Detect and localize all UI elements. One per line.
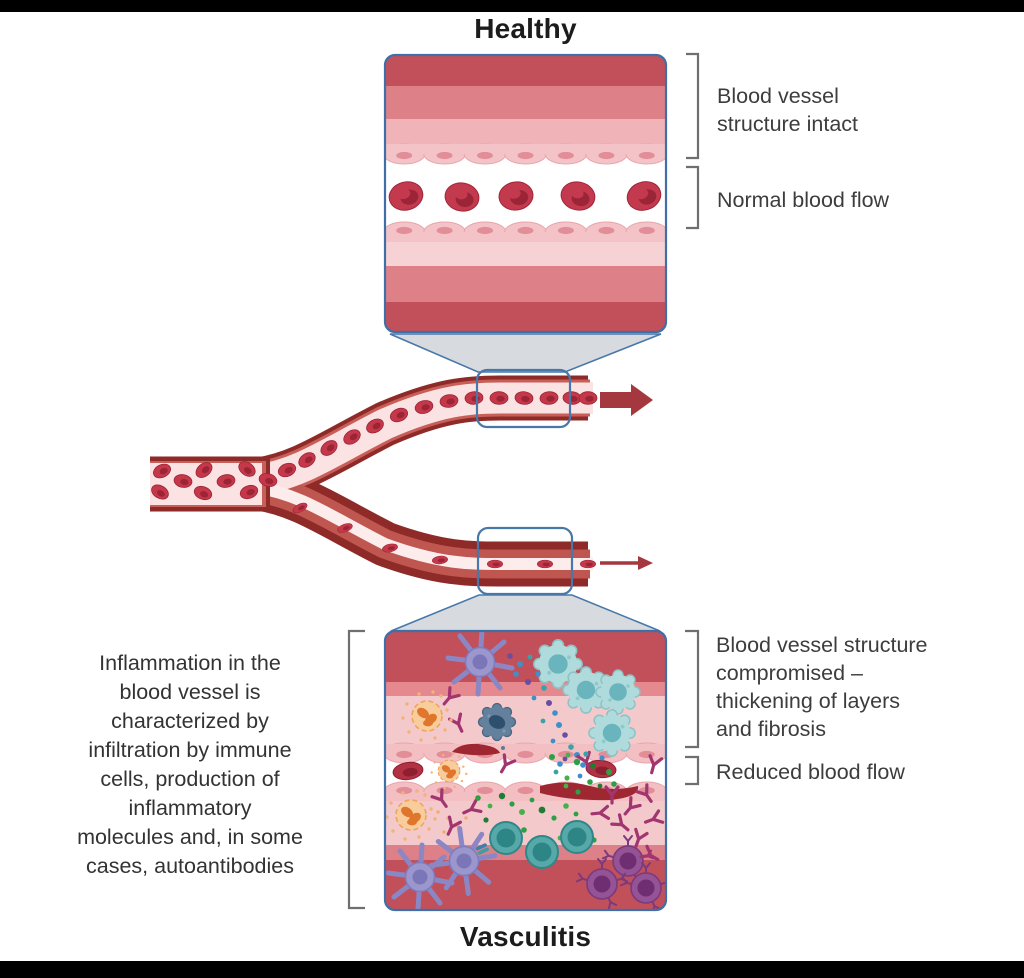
zoom-callout-box-vasculitis	[476, 526, 574, 596]
label-normal-flow: Normal blood flow	[717, 188, 890, 212]
bracket-structure-compromised	[685, 629, 700, 749]
fibrin-deposit	[452, 743, 500, 756]
endothelium-layer	[385, 742, 666, 764]
vasculitis-title: Vasculitis	[459, 921, 592, 952]
zoom-callout-box-healthy	[475, 368, 572, 429]
inflammatory-molecules	[549, 751, 617, 789]
bracket-reduced-flow	[685, 755, 700, 786]
healthy-cross-section	[383, 53, 668, 334]
bracket-normal-flow	[686, 165, 700, 230]
bracket-structure-intact	[686, 52, 700, 160]
magnifier-funnel-vasculitis	[390, 594, 661, 632]
healthy-title: Healthy	[474, 13, 577, 44]
endothelium-layer	[385, 143, 666, 165]
macrophage-cell	[477, 702, 517, 742]
endothelium-layer	[385, 221, 666, 243]
top-black-bar	[0, 0, 1024, 12]
label-structure-compromised: Blood vessel structure compromised – thi…	[716, 633, 928, 741]
bottom-black-bar	[0, 961, 1024, 978]
magnifier-funnel-healthy	[389, 333, 662, 373]
label-structure-intact: Blood vessel structure intact	[717, 84, 858, 136]
reduced-flow-arrow	[600, 556, 653, 570]
branching-artery	[148, 375, 598, 587]
inflammatory-molecules	[476, 653, 586, 768]
normal-flow-arrow	[600, 384, 653, 416]
inflammation-description: Inflammation in the blood vessel is char…	[77, 651, 303, 878]
vasculitis-cross-section	[383, 629, 668, 912]
annotation-brackets	[347, 52, 700, 910]
bracket-inflammation	[347, 629, 365, 910]
endothelium-layer	[385, 781, 666, 803]
label-reduced-flow: Reduced blood flow	[716, 760, 905, 784]
immune-synapse	[475, 843, 489, 855]
